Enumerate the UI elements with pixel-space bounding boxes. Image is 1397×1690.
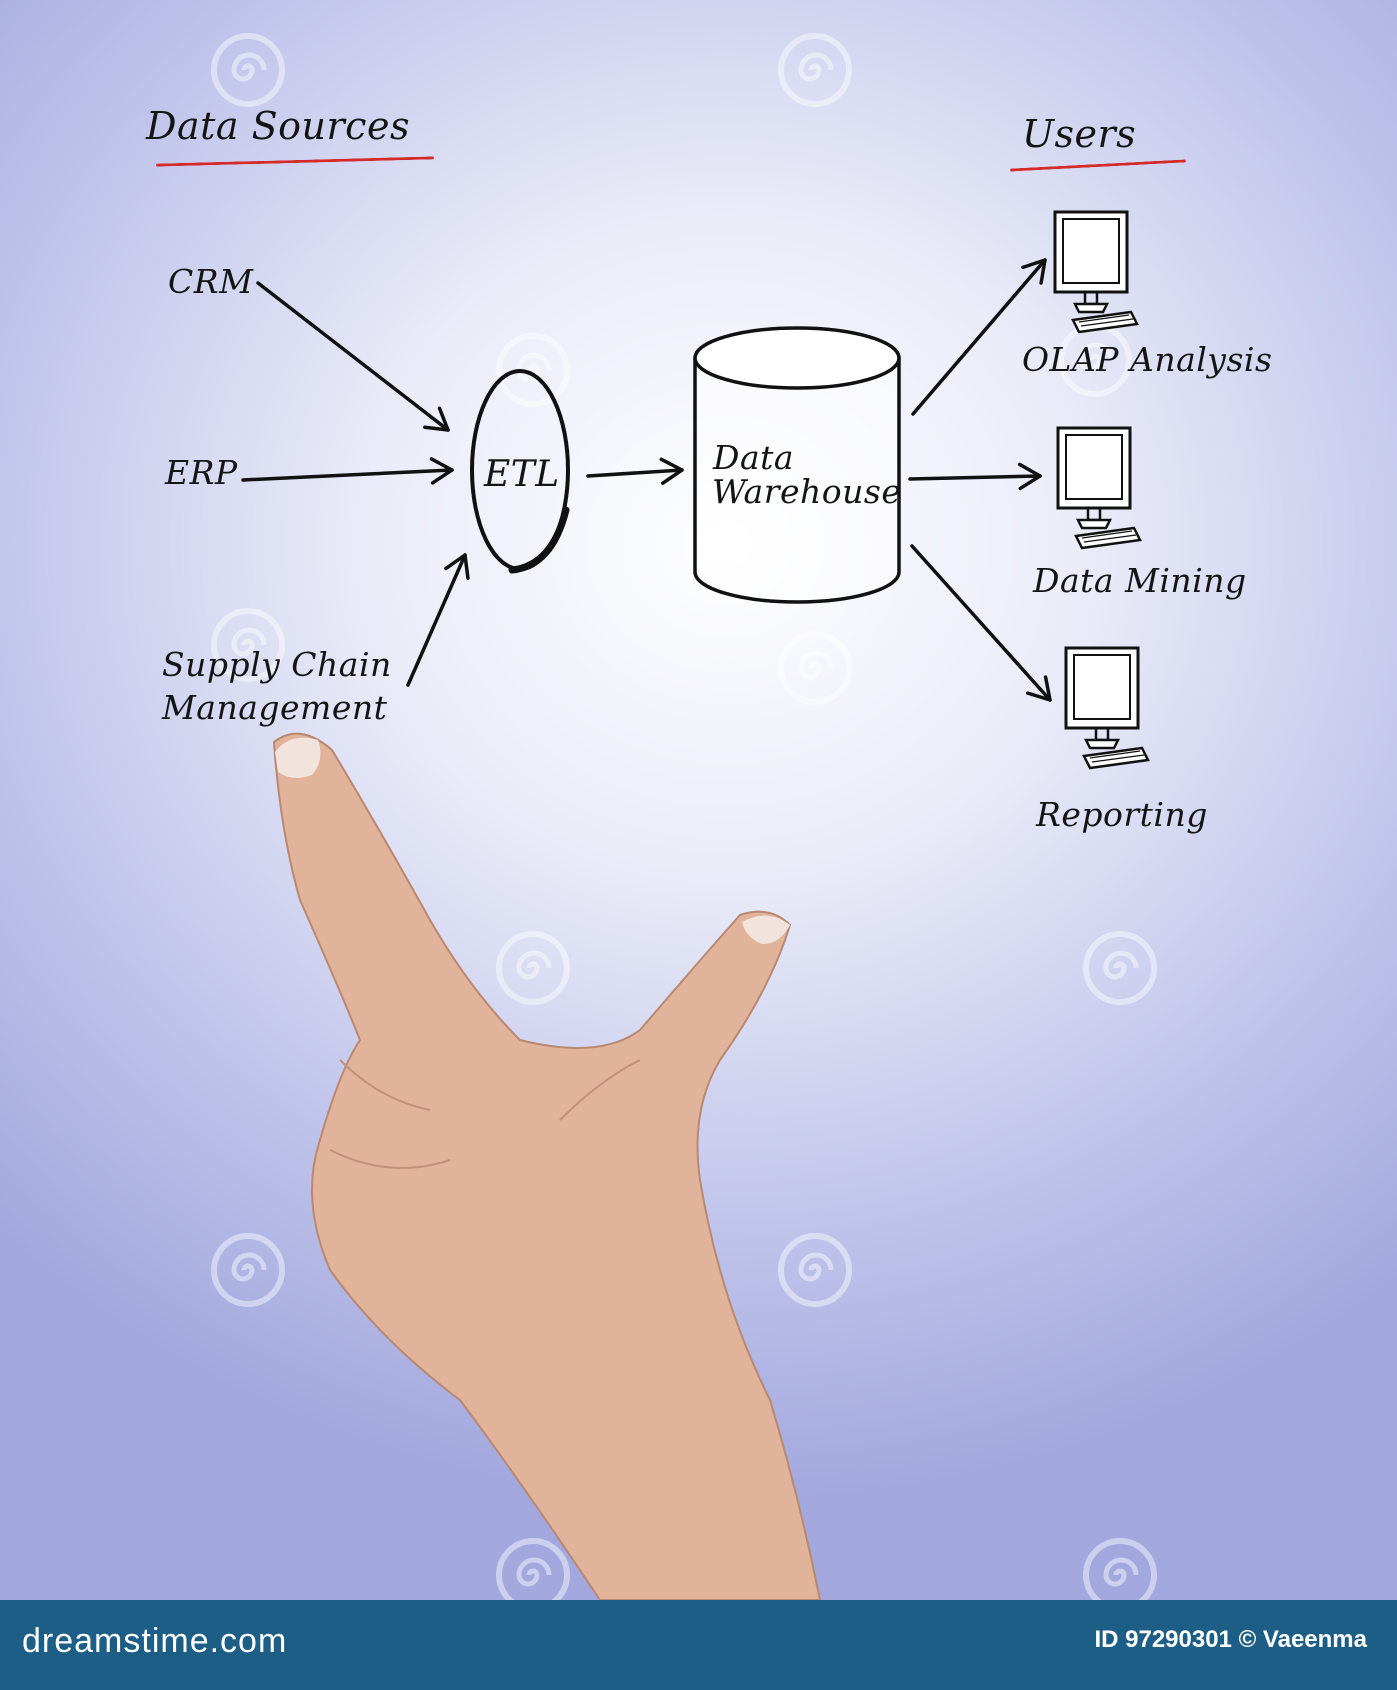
arrow-warehouse-reporting <box>910 544 1061 710</box>
monitor-icon <box>1064 646 1150 770</box>
pointing-hand <box>272 732 822 1600</box>
diagram-graphics <box>0 0 1397 1600</box>
arrow-warehouse-olap <box>911 250 1056 416</box>
user-olap-analysis: OLAP Analysis <box>1022 340 1273 379</box>
data-sources-heading: Data Sources <box>146 104 410 148</box>
arrow-crm-etl <box>256 281 458 442</box>
warehouse-label-line2: Warehouse <box>712 472 902 511</box>
diagram-canvas: Data Sources Users CRM ERP Supply Chain … <box>0 0 1397 1600</box>
database-cylinder-icon <box>693 326 901 604</box>
source-erp: ERP <box>165 453 238 492</box>
monitor-icon <box>1053 210 1139 334</box>
arrow-warehouse-mining <box>908 462 1043 491</box>
users-heading: Users <box>1022 112 1137 156</box>
footer-bar: dreamstime.com ID 97290301 © Vaeenma <box>0 1600 1397 1690</box>
source-supply-chain: Supply Chain <box>162 645 392 684</box>
arrow-erp-etl <box>241 456 455 485</box>
arrow-etl-warehouse <box>586 456 685 485</box>
warehouse-label-line1: Data <box>713 438 795 477</box>
source-crm: CRM <box>168 262 254 301</box>
footer-image-id: ID 97290301 © Vaeenma <box>1094 1626 1367 1653</box>
user-data-mining: Data Mining <box>1033 561 1247 600</box>
arrow-scm-etl <box>406 548 478 687</box>
etl-label: ETL <box>484 454 560 495</box>
user-reporting: Reporting <box>1036 795 1208 834</box>
monitor-icon <box>1056 426 1142 550</box>
footer-site-link[interactable]: dreamstime.com <box>22 1622 288 1660</box>
source-management: Management <box>162 688 388 727</box>
